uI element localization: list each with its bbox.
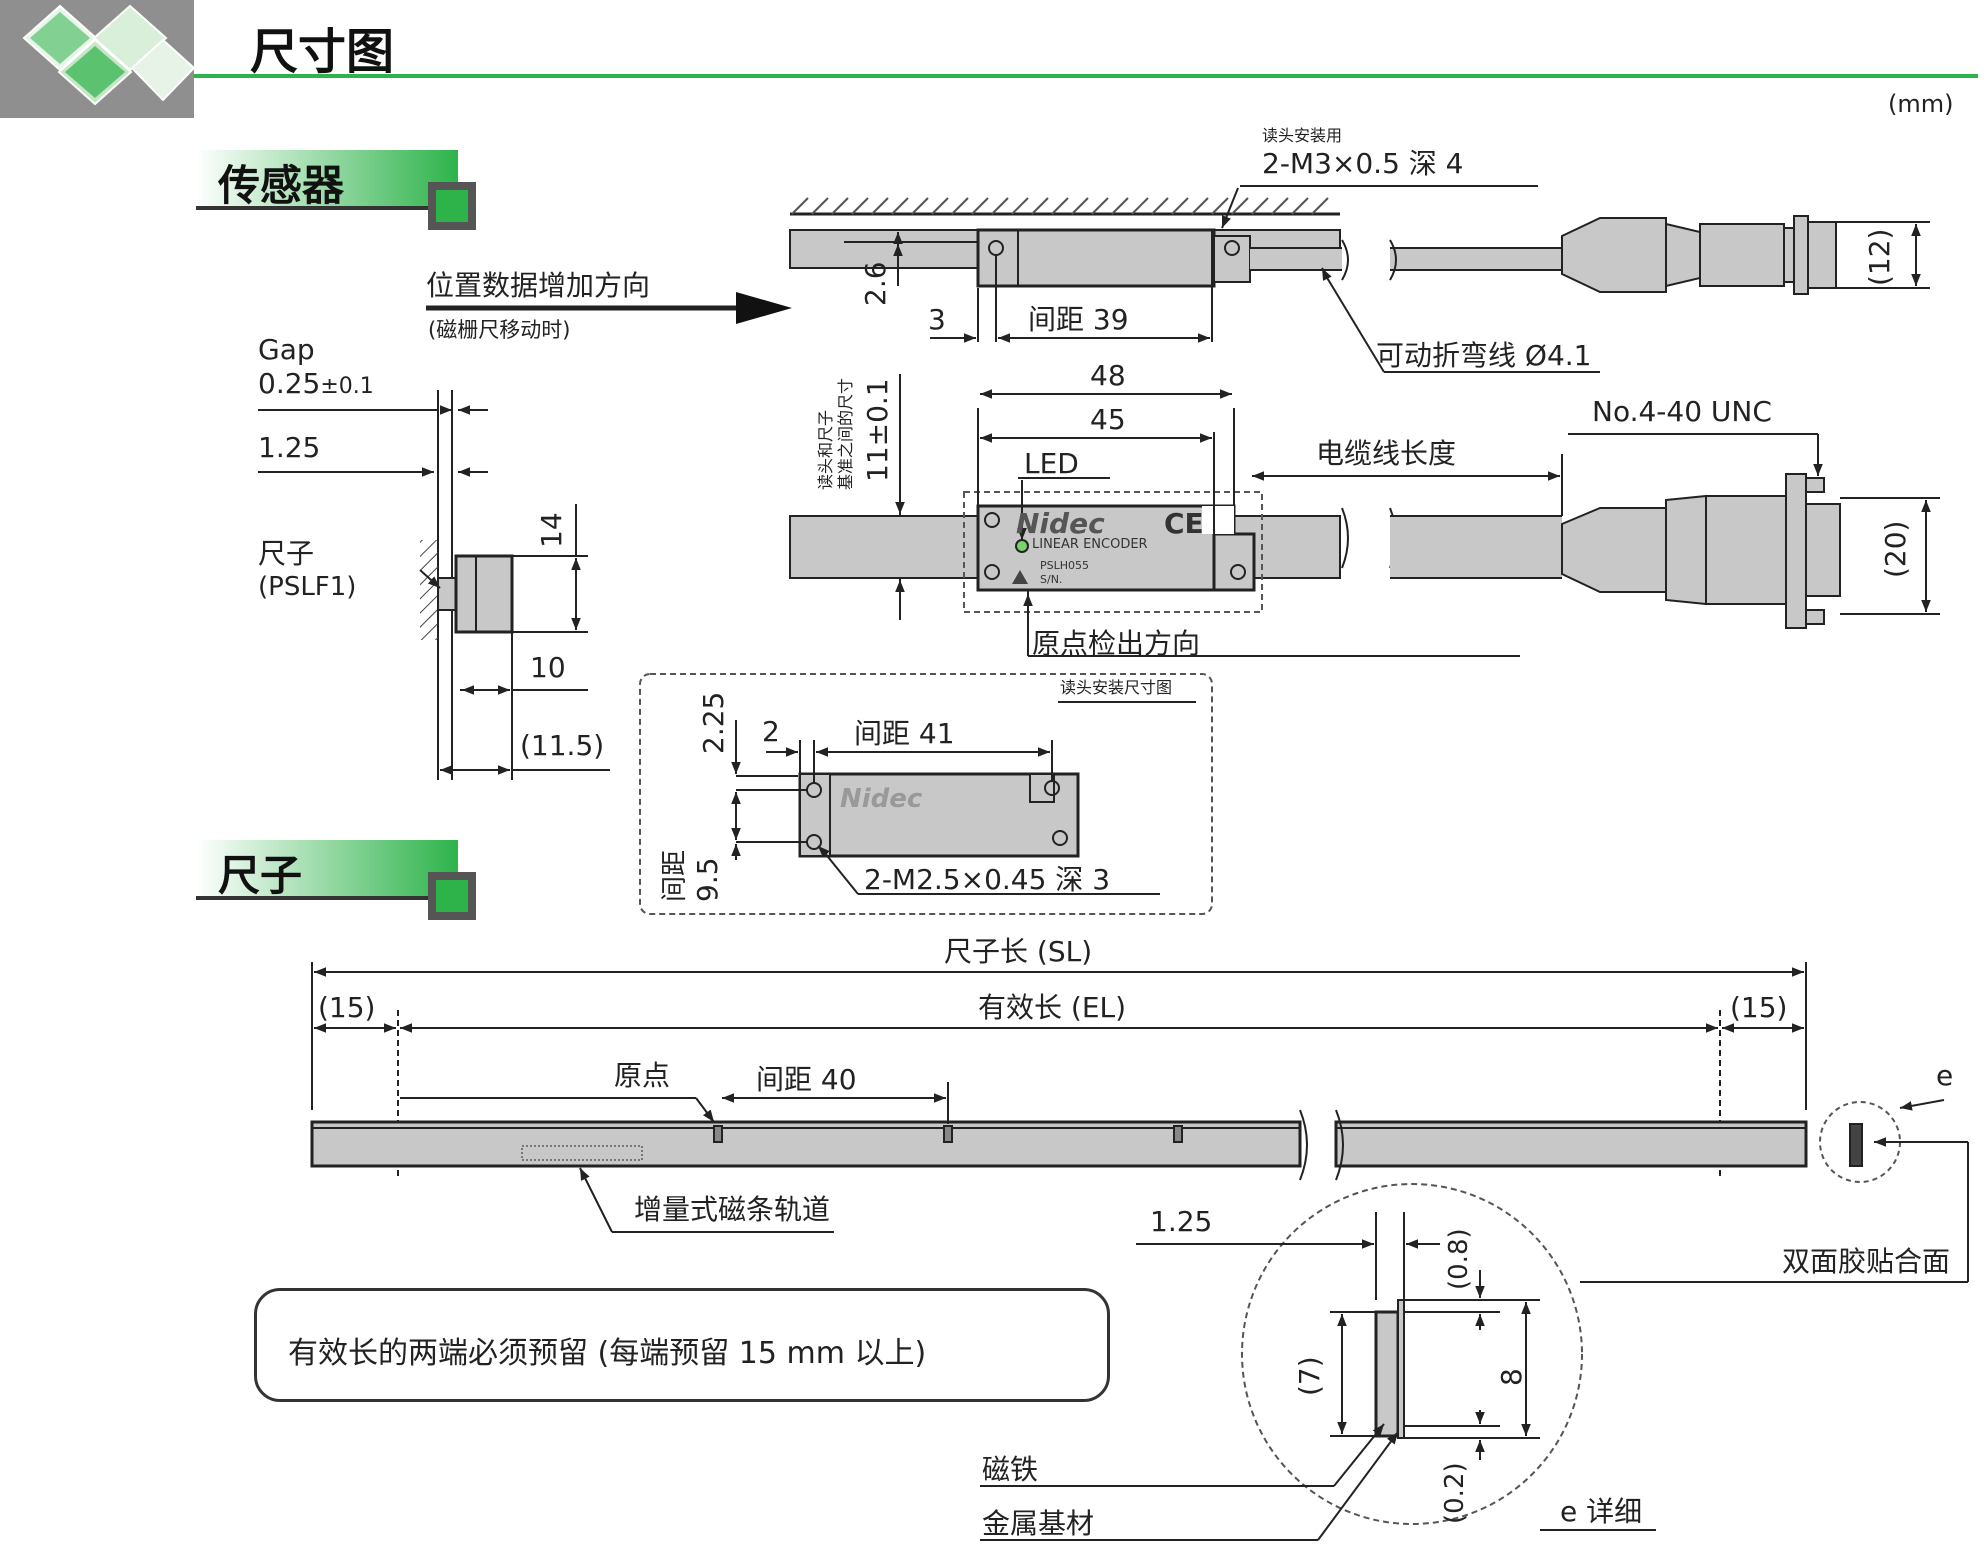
e-label: e xyxy=(1936,1059,1954,1092)
front-note-line2: 基准之间的尺寸 xyxy=(836,377,855,490)
page-title: 尺寸图 xyxy=(250,24,395,80)
scale-label-side: 尺子 xyxy=(258,537,315,570)
e-detail-title: e 详细 xyxy=(1560,1495,1643,1528)
e-detail-view xyxy=(980,1183,1656,1541)
ce-mark: CE xyxy=(1164,507,1204,540)
direction-note: (磁栅尺移动时) xyxy=(428,318,571,342)
pitch-40: 间距 40 xyxy=(756,1063,857,1096)
dim-14: 14 xyxy=(535,512,568,548)
mount-thread: 2-M3×0.5 深 4 xyxy=(1262,147,1464,180)
dim-2-6: 2.6 xyxy=(859,261,892,306)
sensor-side-view xyxy=(258,292,792,780)
dim-8: 8 xyxy=(1495,1368,1528,1386)
gap-value: 0.25±0.1 xyxy=(258,367,374,400)
dim-2: 2 xyxy=(762,715,780,748)
dim-7: (7) xyxy=(1293,1356,1326,1396)
pitch-41: 间距 41 xyxy=(854,717,955,750)
brand-logo: Nidec xyxy=(1016,507,1105,540)
effective-length: 有效长 (EL) xyxy=(978,991,1127,1024)
dim-11: 11±0.1 xyxy=(861,378,894,482)
metal-label: 金属基材 xyxy=(982,1507,1095,1540)
mount-detail-view xyxy=(639,673,1213,915)
model-label: PSLH055 xyxy=(1040,559,1090,572)
scale-length: 尺子长 (SL) xyxy=(944,935,1093,968)
scale-view xyxy=(310,962,1969,1283)
front-note-line1: 读头和尺子 xyxy=(816,409,835,490)
direction-label: 位置数据增加方向 xyxy=(426,269,651,302)
dim-45: 45 xyxy=(1090,403,1126,436)
unit-label: (mm) xyxy=(1888,90,1954,118)
origin-label: 原点 xyxy=(614,1059,671,1092)
scale-model: (PSLF1) xyxy=(258,572,357,602)
dim-1-25-e: 1.25 xyxy=(1150,1205,1213,1238)
dim-1-25-side: 1.25 xyxy=(258,431,321,464)
section-tab-scale xyxy=(196,840,476,920)
section-title-sensor: 传感器 xyxy=(218,161,345,210)
section-title-scale: 尺子 xyxy=(218,851,303,900)
magnet-label: 磁铁 xyxy=(982,1453,1039,1486)
product-label: LINEAR ENCODER xyxy=(1032,537,1148,552)
pitch-9-5-label: 间距 xyxy=(660,849,690,902)
unc-label: No.4-40 UNC xyxy=(1592,395,1772,428)
mount-note: 读头安装用 xyxy=(1262,126,1343,145)
dim-3: 3 xyxy=(928,303,946,336)
mount-brand-logo: Nidec xyxy=(840,784,923,814)
dim-0-8: (0.8) xyxy=(1444,1228,1474,1290)
dim-0-2: (0.2) xyxy=(1440,1462,1470,1524)
led-label: LED xyxy=(1024,447,1079,480)
cable-length: 电缆线长度 xyxy=(1316,437,1457,470)
sensor-front-view xyxy=(789,374,1940,657)
adhesive-label: 双面胶贴合面 xyxy=(1782,1245,1951,1278)
dim-20: (20) xyxy=(1879,520,1912,578)
dim-48: 48 xyxy=(1090,359,1126,392)
header-logo xyxy=(0,0,194,118)
diamond-logo-icon xyxy=(22,4,194,106)
track-label: 增量式磁条轨道 xyxy=(634,1193,831,1226)
dim-11-5: (11.5) xyxy=(520,729,605,762)
dim-12: (12) xyxy=(1863,228,1896,286)
gap-label: Gap xyxy=(258,333,315,366)
origin-direction: 原点检出方向 xyxy=(1032,627,1201,660)
mount-detail-thread: 2-M2.5×0.45 深 3 xyxy=(864,863,1111,896)
note-text: 有效长的两端必须预留 (每端预留 15 mm 以上) xyxy=(288,1336,927,1371)
note-box xyxy=(254,1288,1110,1402)
pitch-39: 间距 39 xyxy=(1028,303,1129,336)
dim-2-25: 2.25 xyxy=(697,691,730,754)
dim-10: 10 xyxy=(530,651,566,684)
mount-detail-title: 读头安装尺寸图 xyxy=(1060,678,1173,697)
section-tab-sensor xyxy=(196,150,476,230)
sensor-top-view xyxy=(789,185,1930,373)
end-15-right: (15) xyxy=(1730,991,1788,1024)
pitch-9-5-value: 9.5 xyxy=(691,857,724,902)
end-15-left: (15) xyxy=(318,991,376,1024)
cable-spec: 可动折弯线 Ø4.1 xyxy=(1376,339,1592,372)
sn-label: S/N. xyxy=(1040,573,1063,586)
